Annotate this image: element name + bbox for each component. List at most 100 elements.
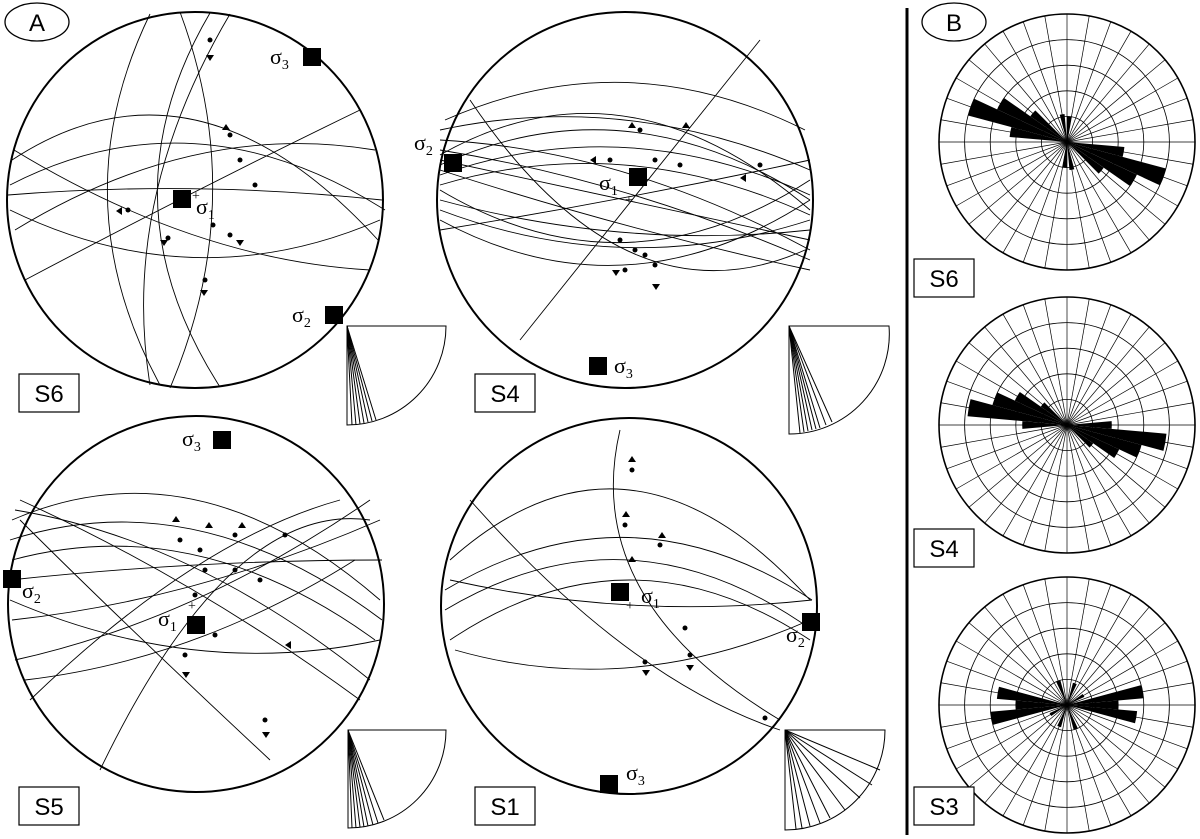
rose-spoke (1066, 704, 1166, 788)
svg-text:+: + (192, 189, 200, 204)
rose-spoke (946, 141, 1068, 187)
rose-spoke (1066, 606, 1150, 706)
sigma3-label: σ3 (626, 760, 645, 789)
rose-petal (997, 97, 1067, 142)
rose-petal (1067, 693, 1085, 705)
slip-markers (622, 456, 768, 721)
ratio-fan (347, 729, 447, 829)
sigma3-label: σ3 (182, 426, 201, 455)
rose-spoke (955, 640, 1068, 706)
svg-text:S4: S4 (929, 536, 958, 563)
rose-spoke (984, 704, 1068, 804)
sigma3-label: σ3 (270, 44, 289, 73)
rose-spoke (1044, 424, 1068, 552)
rose-spoke (1002, 141, 1068, 254)
rose-spoke (1066, 704, 1132, 817)
svg-text:+: + (188, 599, 196, 614)
rose-petal (1049, 705, 1067, 717)
rose-spoke (1066, 313, 1132, 426)
stereonet-s5: σ3 σ2 σ1 + S5 (3, 415, 447, 829)
rose-petal (1022, 421, 1067, 429)
rose-spoke (940, 141, 1068, 165)
rose-spoke (1066, 141, 1150, 241)
svg-text:+: + (625, 193, 633, 208)
rose-petal (1067, 142, 1104, 174)
rose-spoke (1044, 704, 1068, 832)
stereonet-label-s1: S1 (474, 786, 536, 826)
rose-petal (1014, 391, 1067, 425)
rose-spoke (1022, 141, 1068, 263)
rose-petal (1030, 110, 1067, 142)
rose-petal (1067, 142, 1075, 171)
sigma2-marker (444, 154, 462, 172)
rose-petal (996, 686, 1067, 705)
rose-spoke (1022, 304, 1068, 426)
great-circles (439, 39, 811, 341)
rose-spoke (955, 704, 1068, 770)
rose-spoke (1066, 97, 1188, 143)
sigma1-marker (187, 616, 205, 634)
rose-spoke (1066, 660, 1188, 706)
rose-spoke (1066, 704, 1179, 770)
rose-spoke (1066, 704, 1150, 804)
rose-spoke (984, 606, 1068, 706)
rose-spoke (1066, 77, 1179, 143)
rose-spoke (1066, 21, 1112, 143)
rose-spoke (1066, 380, 1188, 426)
rose-spoke (946, 660, 1068, 706)
stereonet-s4: σ2 σ1 + σ3 S4 (414, 11, 890, 435)
sigma2-marker (3, 570, 21, 588)
rose-spoke (1066, 59, 1166, 143)
rose-spoke (1066, 402, 1194, 426)
rose-spoke (1066, 704, 1188, 750)
stereonet-label-s6: S6 (18, 373, 80, 413)
panel-label-a: A (4, 2, 70, 42)
great-circles (9, 492, 383, 771)
rose-spoke (1044, 578, 1068, 706)
svg-text:A: A (29, 10, 45, 37)
rose-spoke (1002, 30, 1068, 143)
svg-text:B: B (946, 10, 962, 37)
rose-petal (1056, 680, 1067, 705)
rose-petal (1059, 113, 1067, 142)
svg-text:S6: S6 (929, 266, 958, 293)
svg-text:S5: S5 (34, 794, 63, 821)
rose-petal (968, 98, 1067, 142)
rose-spoke (1066, 298, 1090, 426)
rose-petal (992, 392, 1067, 425)
sigma3-marker (213, 431, 231, 449)
sigma3-marker (589, 357, 607, 375)
sigma1-label: σ1 (599, 170, 618, 199)
primitive-circle (440, 417, 818, 795)
rose-spoke (1066, 622, 1166, 706)
great-circles (444, 429, 813, 731)
rose-spoke (1066, 578, 1090, 706)
sigma2-label: σ2 (292, 302, 311, 331)
stereonet-s6: + σ1 σ3 σ2 S6 (6, 11, 447, 426)
rose-petal (1067, 425, 1167, 451)
sigma1-label: σ1 (641, 583, 660, 612)
rose-diagram-s4 (938, 296, 1196, 554)
rose-petal (1067, 142, 1137, 187)
stereonet-label-s5: S5 (18, 786, 80, 826)
rose-spoke (984, 141, 1068, 241)
primitive-circle (7, 415, 385, 793)
sigma1-marker (173, 190, 191, 208)
rose-spoke (968, 622, 1068, 706)
rose-spoke (940, 424, 1068, 448)
sigma1-label: σ1 (158, 606, 177, 635)
rose-spoke (968, 141, 1068, 225)
rose-spoke (1066, 342, 1166, 426)
rose-spoke (1066, 593, 1132, 706)
slip-markers (590, 122, 763, 290)
rose-petal (1067, 142, 1166, 186)
rose-petal (1067, 425, 1094, 448)
rose-spoke (1066, 304, 1112, 426)
rose-spoke (1066, 360, 1179, 426)
rose-spoke (1002, 593, 1068, 706)
sigma1-label: σ1 (196, 194, 215, 223)
stereonet-label-s4: S4 (474, 373, 536, 413)
sigma2-label: σ2 (786, 622, 805, 651)
rose-spoke (1066, 326, 1150, 426)
rose-petal (1067, 425, 1142, 458)
